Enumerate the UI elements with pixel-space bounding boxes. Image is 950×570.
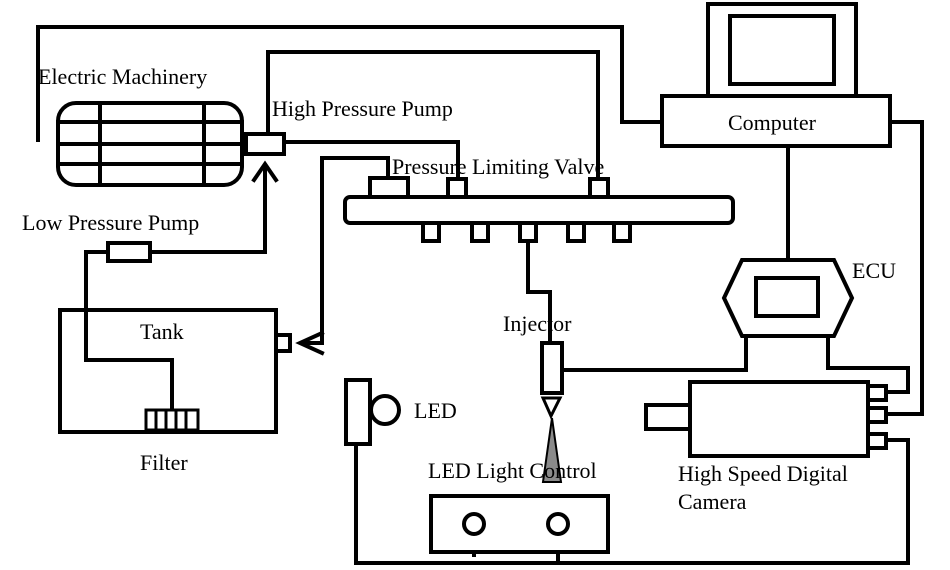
arrow-into-tank-icon <box>295 330 325 356</box>
tank <box>58 308 292 434</box>
label-camera-line1: High Speed Digital <box>678 461 848 486</box>
pipe-lowpump-to-highpump <box>148 164 267 254</box>
high-pressure-pump <box>244 132 286 156</box>
label-filter: Filter <box>140 450 188 475</box>
label-pressure-limiting-valve: Pressure Limiting Valve <box>392 154 604 179</box>
label-tank: Tank <box>140 319 184 344</box>
wire-ecu-camera <box>826 336 910 394</box>
label-electric-machinery: Electric Machinery <box>38 64 207 89</box>
label-low-pressure-pump: Low Pressure Pump <box>22 210 199 235</box>
pipe-pump-valve-right <box>266 50 600 182</box>
wire-computer-camera <box>886 120 924 416</box>
low-pressure-pump <box>106 241 152 263</box>
wire-injector-ecu <box>560 336 748 372</box>
label-injector: Injector <box>503 311 572 336</box>
led-light-control <box>429 494 610 554</box>
common-rail <box>343 176 735 243</box>
label-camera-line2: Camera <box>678 489 747 514</box>
led <box>344 378 401 446</box>
label-computer: Computer <box>728 110 817 135</box>
ecu <box>721 258 855 338</box>
pipe-pump-valve-middle <box>282 140 460 182</box>
pipe-tank-to-lowpump <box>84 250 174 410</box>
electric-machinery <box>56 101 244 187</box>
pipe-return-to-tank <box>304 156 390 345</box>
filter <box>144 408 200 432</box>
label-led-light-control: LED Light Control <box>428 458 597 483</box>
label-high-pressure-pump: High Pressure Pump <box>272 96 453 121</box>
pipe-rail-to-injector <box>526 240 552 345</box>
spray-cone <box>541 417 563 483</box>
computer <box>660 2 892 148</box>
injector <box>540 341 564 420</box>
high-speed-camera <box>644 380 888 458</box>
wire-camera-led <box>354 438 910 565</box>
label-led: LED <box>414 398 457 423</box>
arrow-into-high-pump-icon <box>251 160 279 183</box>
label-ecu: ECU <box>852 258 896 283</box>
wire-machinery-computer <box>36 25 664 142</box>
